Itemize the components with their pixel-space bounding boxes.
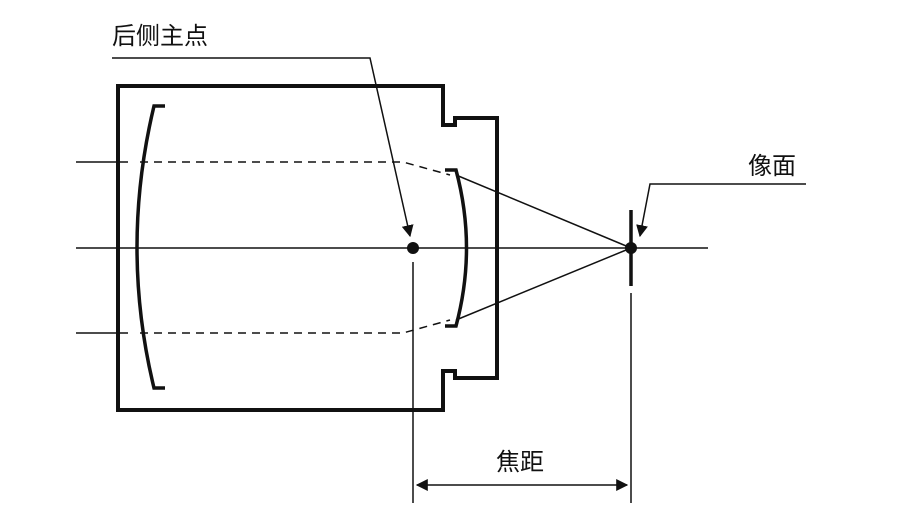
dashed-ray-top: [140, 161, 451, 176]
converging-ray-top: [455, 174, 632, 249]
principal-point-leader: [112, 57, 414, 238]
front-lens-element: [135, 104, 165, 390]
rear-principal-point-dot: [407, 242, 419, 254]
converging-ray-bottom: [455, 247, 632, 321]
focal-length-label: 焦距: [496, 448, 544, 476]
image-plane-leader: [636, 183, 806, 238]
dashed-ray-bottom: [140, 319, 451, 334]
lens-barrel-outline: [116, 84, 499, 412]
rear-principal-point-label: 后侧主点: [112, 22, 208, 50]
image-plane-focus-dot: [625, 242, 637, 254]
image-plane-label: 像面: [748, 152, 796, 180]
